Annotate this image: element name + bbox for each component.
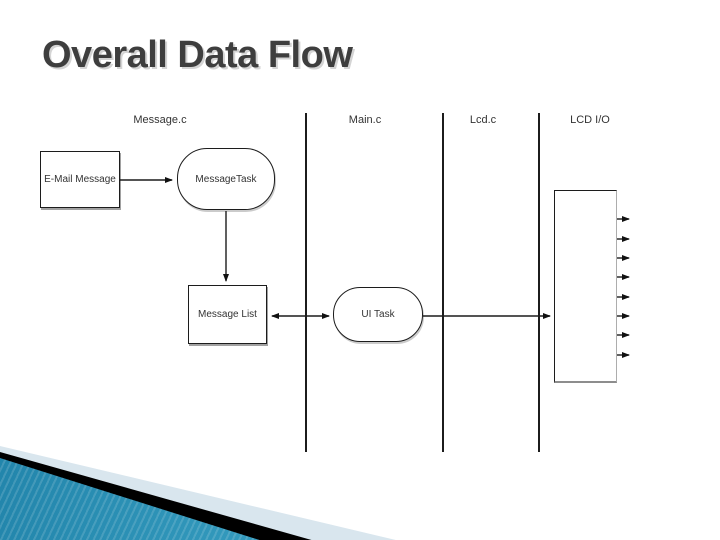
node-message-list: Message List xyxy=(188,285,267,344)
node-ui-task-label: UI Task xyxy=(361,309,395,320)
column-label-main-c: Main.c xyxy=(348,114,382,126)
column-separator-line-3 xyxy=(538,113,540,452)
node-message-task: MessageTask xyxy=(177,148,275,210)
lcd-output-arrows xyxy=(617,216,630,358)
column-separator-line-1 xyxy=(305,113,307,452)
column-label-lcd-c: Lcd.c xyxy=(469,114,497,126)
node-message-list-label: Message List xyxy=(198,309,257,320)
node-ui-task: UI Task xyxy=(333,287,423,342)
node-lcd-io-block xyxy=(554,190,617,383)
node-message-task-label: MessageTask xyxy=(195,173,257,185)
column-separator-line-2 xyxy=(442,113,444,452)
slide-title: Overall Data Flow xyxy=(42,34,353,76)
node-email-message: E-Mail Message xyxy=(40,151,120,208)
column-label-message-c: Message.c xyxy=(133,114,187,126)
node-email-message-label: E-Mail Message xyxy=(44,174,116,185)
column-label-lcd-io: LCD I/O xyxy=(570,114,610,126)
